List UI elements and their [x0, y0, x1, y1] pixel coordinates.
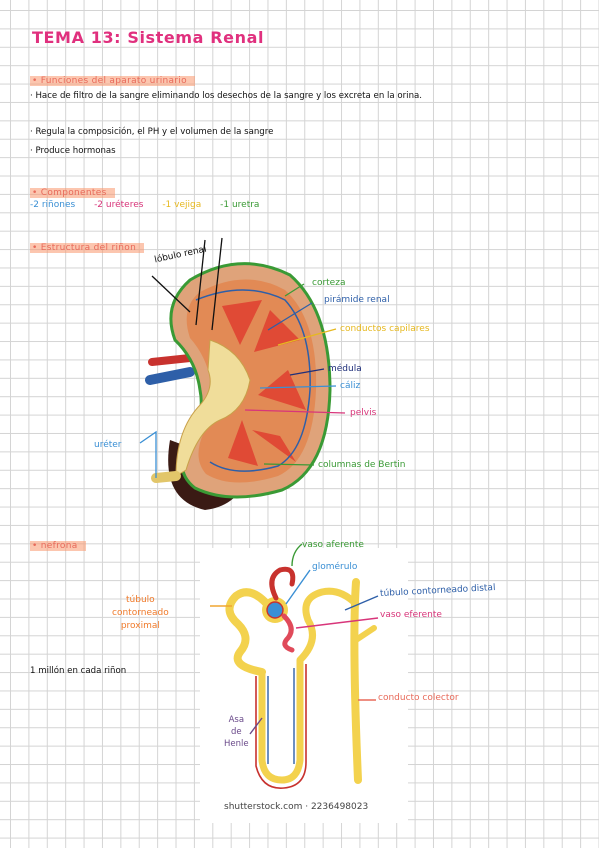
medulla-boundary [195, 289, 311, 472]
component-kidneys: -2 riñones [30, 200, 76, 210]
label-vaso-eferente: vaso eferente [380, 610, 442, 620]
afferent-vessel [269, 566, 296, 601]
component-bladder: -1 vejiga [162, 200, 202, 210]
label-tubulo-proximal: túbulo contorneado proximal [112, 595, 169, 631]
efferent-vessel [281, 613, 295, 653]
component-ureters: -2 uréteres [94, 200, 144, 210]
label-conducto-colector: conducto colector [378, 693, 459, 703]
image-watermark: shutterstock.com · 2236498023 [224, 802, 369, 812]
page-title: TEMA 13: Sistema Renal [32, 28, 265, 47]
glomerulus [266, 601, 284, 619]
label-caliz: cáliz [340, 381, 361, 391]
bullet-icon: • [32, 76, 41, 86]
components-heading: • Componentes [30, 180, 115, 199]
distal-tubule [296, 587, 360, 664]
label-conductos: conductos capilares [340, 324, 430, 334]
renal-vessels [145, 354, 195, 385]
label-columnas: columnas de Bertin [318, 460, 406, 470]
label-medula: médula [328, 364, 362, 374]
label-asa-henle: Asa de Henle [224, 715, 249, 749]
label-corteza: corteza [312, 278, 346, 288]
functions-bullet-2: · Regula la composición, el PH y el volu… [30, 127, 274, 137]
label-vaso-aferente: vaso aferente [302, 540, 364, 550]
nephron-heading: • nefrona [30, 533, 86, 552]
bullet-icon: • [32, 188, 41, 198]
ureter-tube [151, 471, 181, 483]
functions-heading: • Funciones del aparato urinario [30, 68, 195, 87]
renal-pelvis [175, 339, 251, 477]
label-glomerulo: glomérulo [312, 562, 358, 572]
components-list: -2 riñones -2 uréteres -1 vejiga -1 uret… [30, 200, 275, 210]
label-piramide: pirámide renal [324, 295, 390, 305]
peritubular-capillaries [255, 664, 307, 789]
collecting-duct [350, 578, 362, 784]
proximal-tubule [225, 588, 276, 676]
functions-bullet-1: · Hace de filtro de la sangre eliminando… [30, 91, 423, 101]
label-ureter: uréter [94, 440, 122, 450]
component-urethra: -1 uretra [220, 200, 260, 210]
kidney-leader-lines [139, 237, 346, 478]
kidney-heading: • Estructura del riñon [30, 235, 145, 254]
loop-of-henle [258, 660, 304, 784]
nephron-count-note: 1 millón en cada riñon [30, 666, 127, 676]
functions-bullet-3: · Produce hormonas [30, 146, 116, 156]
nephron-leader-lines [210, 543, 379, 735]
bullet-icon: • [32, 541, 41, 551]
label-pelvis: pelvis [350, 408, 377, 418]
bullet-icon: • [32, 243, 41, 253]
